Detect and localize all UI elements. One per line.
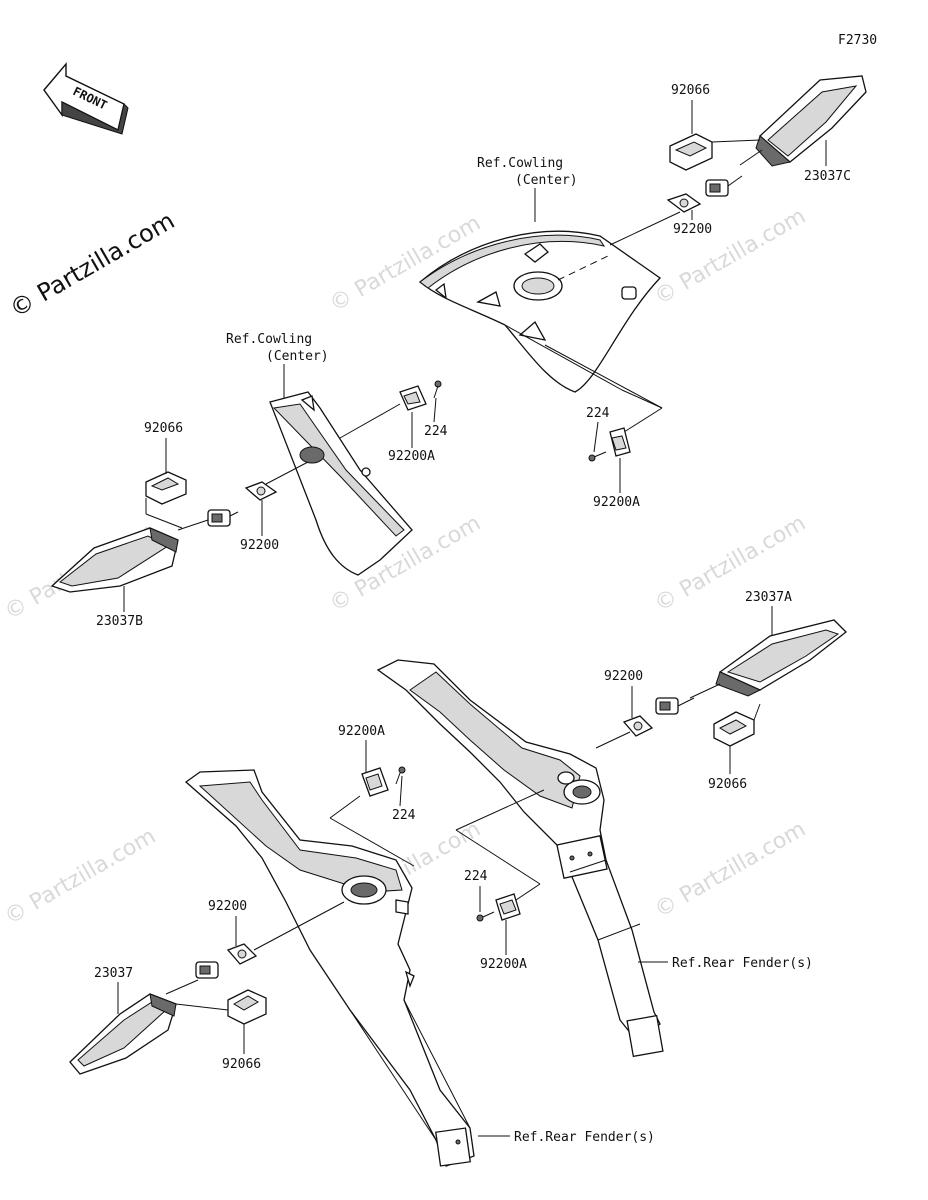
cowling-center-top [418, 211, 681, 393]
screw-224-mid [433, 380, 442, 399]
label-224-low: 224 [392, 808, 416, 823]
label-92066-right: 92066 [708, 777, 747, 792]
clip-92200A-low [361, 767, 389, 797]
turn-signal-23037B [50, 509, 239, 593]
screw-224-low [395, 766, 406, 785]
turn-signal-23037C [705, 75, 867, 197]
rear-fender-right [376, 659, 664, 1058]
label-92200-right: 92200 [604, 669, 643, 684]
screw-224-low2 [476, 911, 495, 922]
ref-rear-fender-right: Ref.Rear Fender(s) [672, 956, 813, 971]
label-92200-lowleft: 92200 [208, 899, 247, 914]
ref-cowling-top-label-1: Ref.Cowling [477, 156, 563, 171]
label-92200-top: 92200 [673, 222, 712, 237]
ref-cowling-mid-label-2: (Center) [266, 349, 329, 364]
label-92200A-mid: 92200A [388, 449, 435, 464]
cowling-center-mid [269, 391, 413, 576]
turn-signal-23037A [655, 619, 847, 715]
ref-cowling-mid-label-1: Ref.Cowling [226, 332, 312, 347]
label-92066-left: 92066 [144, 421, 183, 436]
watermark: © Partzilla.com [651, 204, 811, 311]
grommet-92200-top [666, 193, 702, 213]
clip-92200A-mid [399, 385, 427, 411]
grommet-92200-lowleft [226, 943, 258, 965]
watermark: © Partzilla.com [651, 817, 811, 924]
label-23037B: 23037B [96, 614, 143, 629]
label-224-low2: 224 [464, 869, 488, 884]
ref-rear-fender-bottom: Ref.Rear Fender(s) [514, 1130, 655, 1145]
label-224-mid: 224 [424, 424, 448, 439]
grommet-92200-left [244, 481, 278, 501]
connector-cover-92066-top [669, 133, 713, 171]
label-92200A-low2: 92200A [480, 957, 527, 972]
label-92200A-low: 92200A [338, 724, 385, 739]
label-23037A: 23037A [745, 590, 792, 605]
label-92200A-right: 92200A [593, 495, 640, 510]
label-23037C: 23037C [804, 169, 851, 184]
screw-224-right [588, 451, 607, 462]
ref-cowling-top-label-2: (Center) [515, 173, 578, 188]
watermark-main: © Partzilla.com [5, 206, 179, 323]
label-92066-top: 92066 [671, 83, 710, 98]
rear-fender-left [184, 769, 475, 1167]
watermark: © Partzilla.com [1, 824, 161, 931]
front-arrow-icon: FRONT [43, 62, 129, 135]
turn-signal-23037 [69, 961, 219, 1075]
label-23037: 23037 [94, 966, 133, 981]
label-92200-left: 92200 [240, 538, 279, 553]
connector-cover-92066-left [145, 471, 187, 505]
clip-92200A-right [609, 427, 631, 457]
clip-92200A-low2 [495, 893, 521, 921]
label-92066-lowleft: 92066 [222, 1057, 261, 1072]
figure-id: F2730 [838, 33, 877, 48]
connector-cover-92066-lowleft [227, 989, 267, 1025]
label-224-right: 224 [586, 406, 610, 421]
grommet-92200-right [622, 715, 654, 737]
connector-cover-92066-right [713, 711, 755, 747]
